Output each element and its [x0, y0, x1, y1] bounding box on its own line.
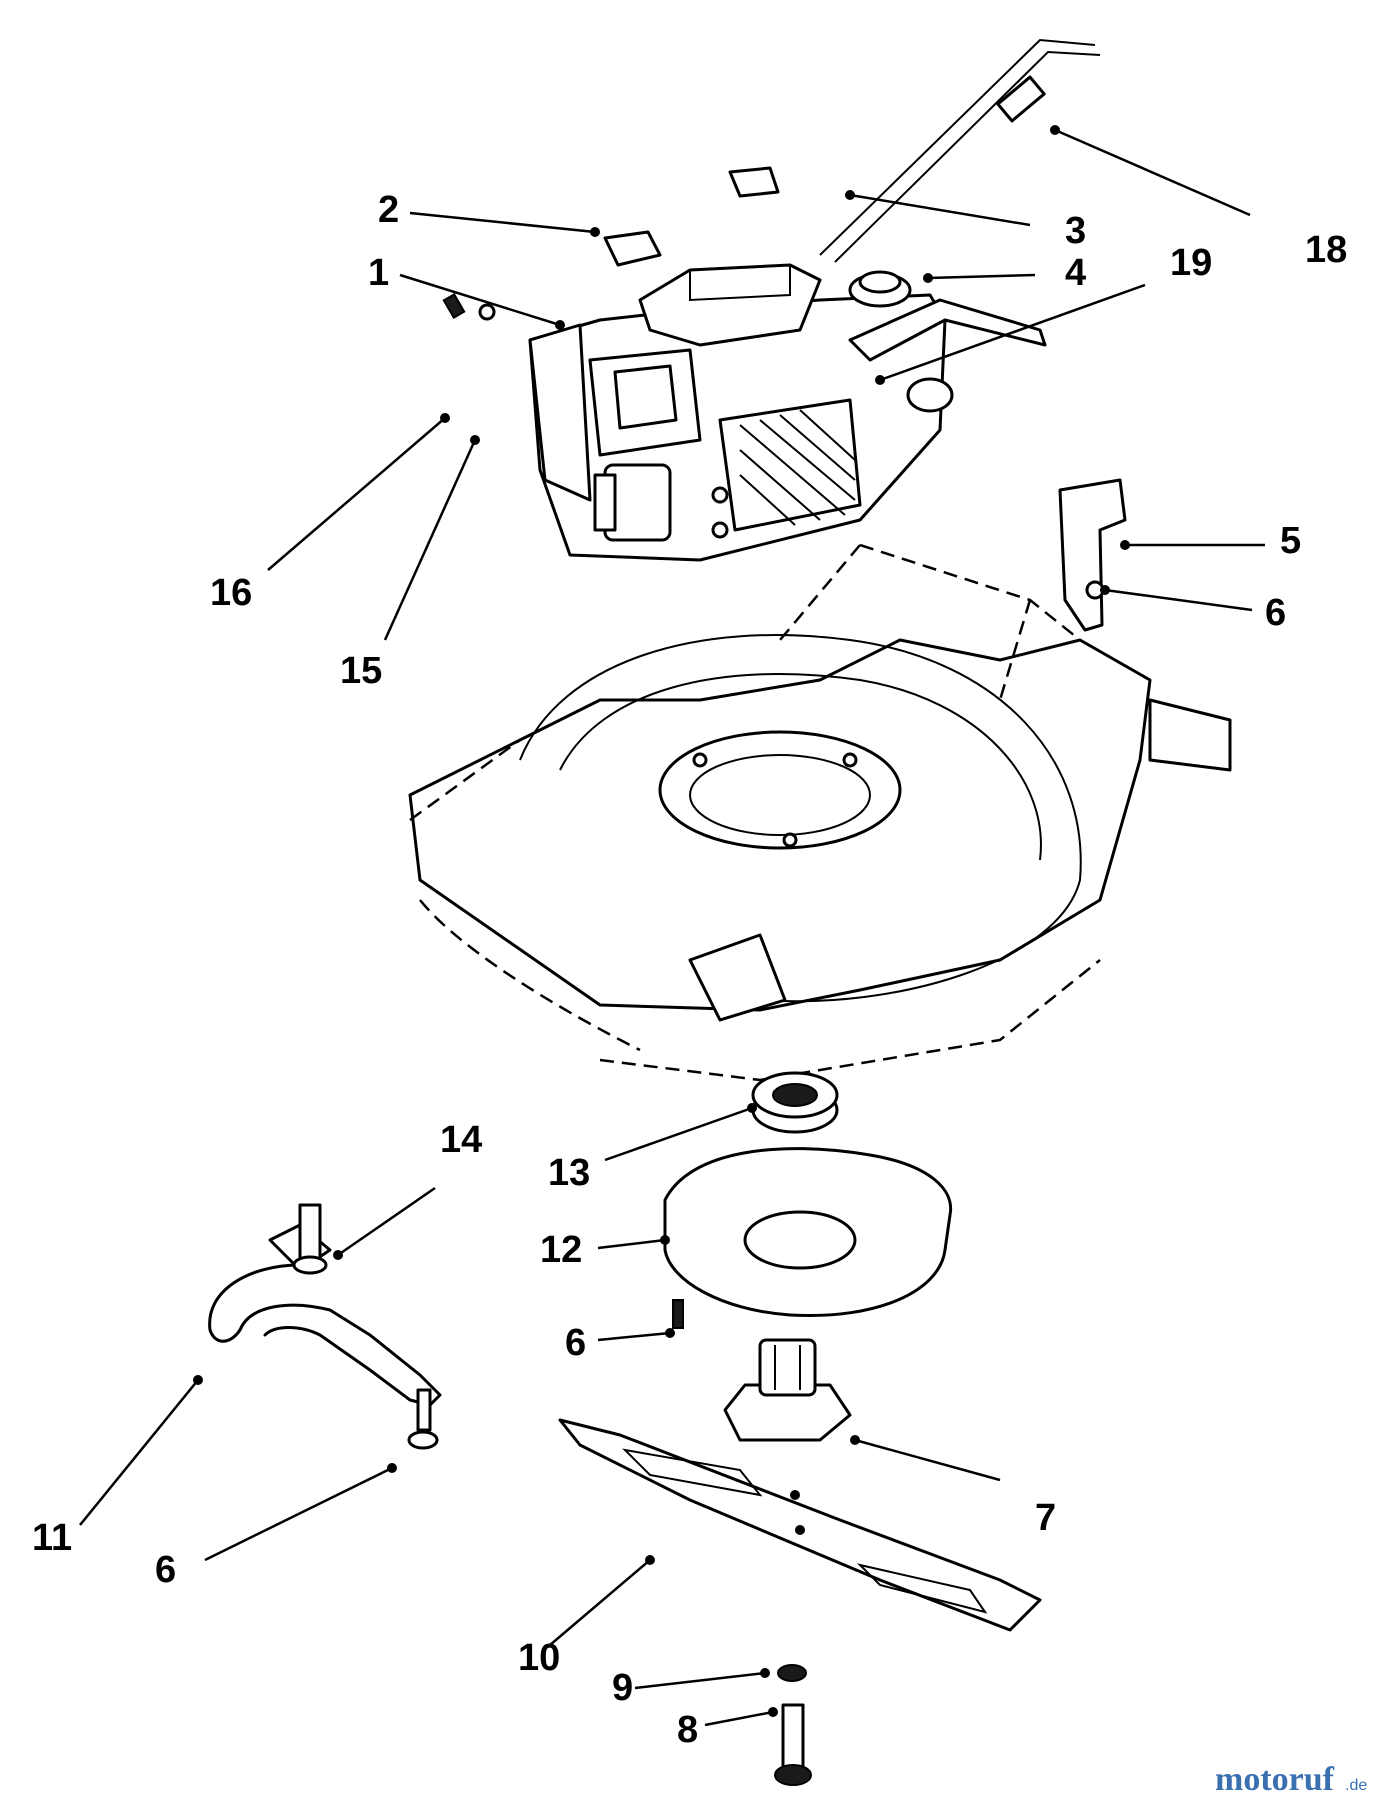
baffle-screw [672, 1299, 684, 1329]
callout-6-axle: 6 [155, 1549, 176, 1591]
leader-dots [193, 125, 1130, 1717]
label-plate [728, 166, 780, 198]
bearing [751, 1071, 839, 1134]
cutting-blade [558, 1418, 1042, 1632]
callout-7: 7 [1035, 1497, 1056, 1539]
engine-washer [478, 303, 496, 321]
callout-4: 4 [1065, 252, 1086, 294]
decal [603, 230, 662, 267]
callout-10: 10 [518, 1637, 560, 1679]
callout-18: 18 [1305, 229, 1347, 271]
callout-6-bracket: 6 [1265, 592, 1286, 634]
callout-3: 3 [1065, 210, 1086, 252]
rear-axle-bracket [208, 1203, 442, 1450]
bracket [1058, 478, 1127, 632]
callout-14: 14 [440, 1119, 482, 1161]
blade-baffle [663, 1147, 953, 1318]
watermark-suffix: .de [1345, 1777, 1367, 1794]
engine-bolt [442, 292, 466, 320]
callout-2: 2 [378, 189, 399, 231]
callout-16: 16 [210, 572, 252, 614]
engine-assembly [528, 263, 1047, 562]
callout-12: 12 [540, 1229, 582, 1271]
callout-15: 15 [340, 650, 382, 692]
watermark-logo: motoruf .de [1215, 1761, 1367, 1798]
watermark-brand: motoruf [1215, 1761, 1335, 1798]
callout-9: 9 [612, 1667, 633, 1709]
callout-1: 1 [368, 252, 389, 294]
callout-13: 13 [548, 1152, 590, 1194]
callout-8: 8 [677, 1709, 698, 1751]
blade-bolt [774, 1703, 812, 1786]
callout-6-baffle: 6 [565, 1322, 586, 1364]
mower-deck [408, 543, 1232, 1082]
callout-11: 11 [32, 1517, 72, 1559]
washer [777, 1664, 807, 1682]
callout-labels: 2 1 3 4 18 19 5 6 16 15 13 12 6 7 10 9 8… [32, 189, 1347, 1751]
control-cable [819, 38, 1101, 263]
callout-5: 5 [1280, 520, 1301, 562]
callout-19: 19 [1170, 242, 1212, 284]
blade-adapter [723, 1338, 852, 1442]
leader-lines [79, 128, 1265, 1727]
